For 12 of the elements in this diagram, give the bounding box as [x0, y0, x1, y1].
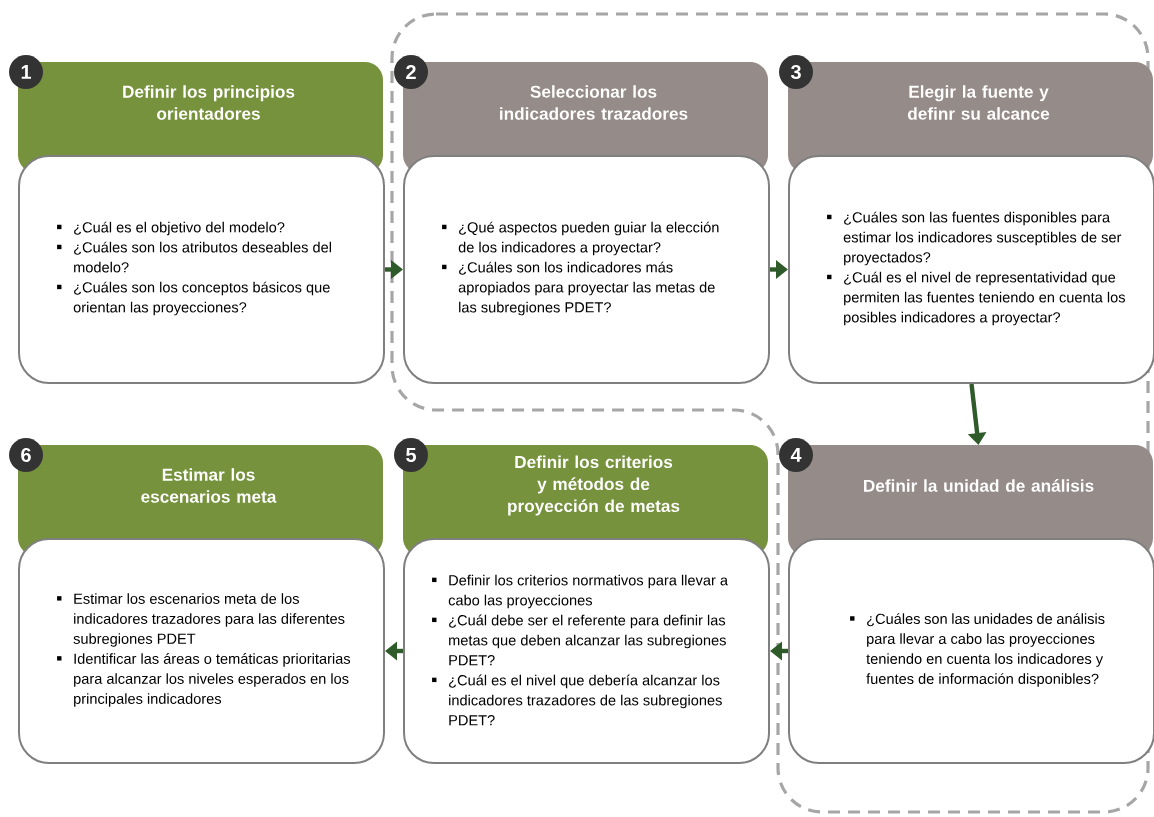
question-box: Estimar los escenarios meta de los indicadores trazadores para las diferentes subregiones PDET Identificar las áreas o temáticas prioritarias para alcanzar los niveles esperados en los principales indicadores [18, 538, 385, 764]
step-number: 6 [9, 438, 43, 472]
step-number: 2 [394, 55, 428, 89]
step-number: 1 [9, 55, 43, 89]
question-box: ¿Cuáles son las unidades de análisis para llevar a cabo las proyecciones teniendo en cuenta los indicadores y fuentes de información disponibles? [788, 538, 1154, 764]
question-box: ¿Qué aspectos pueden guiar la elección de los indicadores a proyectar? ¿Cuáles son los indicadores más apropiados para proyectar las metas de las subregiones PDET? [403, 155, 770, 384]
question-box: Definir los criterios normativos para llevar a cabo las proyecciones ¿Cuál debe ser el referente para definir las metas que deben alcanzar las subregiones PDET? ¿Cuál es el nivel que debería alcanzar los indicadores trazadores de las subregiones PDET? [403, 538, 770, 764]
step-number: 4 [779, 438, 813, 472]
question-box: ¿Cuáles son las fuentes disponibles para estimar los indicadores susceptibles de ser proyectados? ¿Cuál es el nivel de representatividad que permiten las fuentes teniendo en cuenta los posibles indicadores a proyectar? [788, 155, 1154, 384]
step-number: 5 [394, 438, 428, 472]
step-number: 3 [779, 55, 813, 89]
question-box: ¿Cuál es el objetivo del modelo? ¿Cuáles son los atributos deseables del modelo? ¿Cuáles son los conceptos básicos que orientan las proyecciones? [18, 155, 385, 384]
